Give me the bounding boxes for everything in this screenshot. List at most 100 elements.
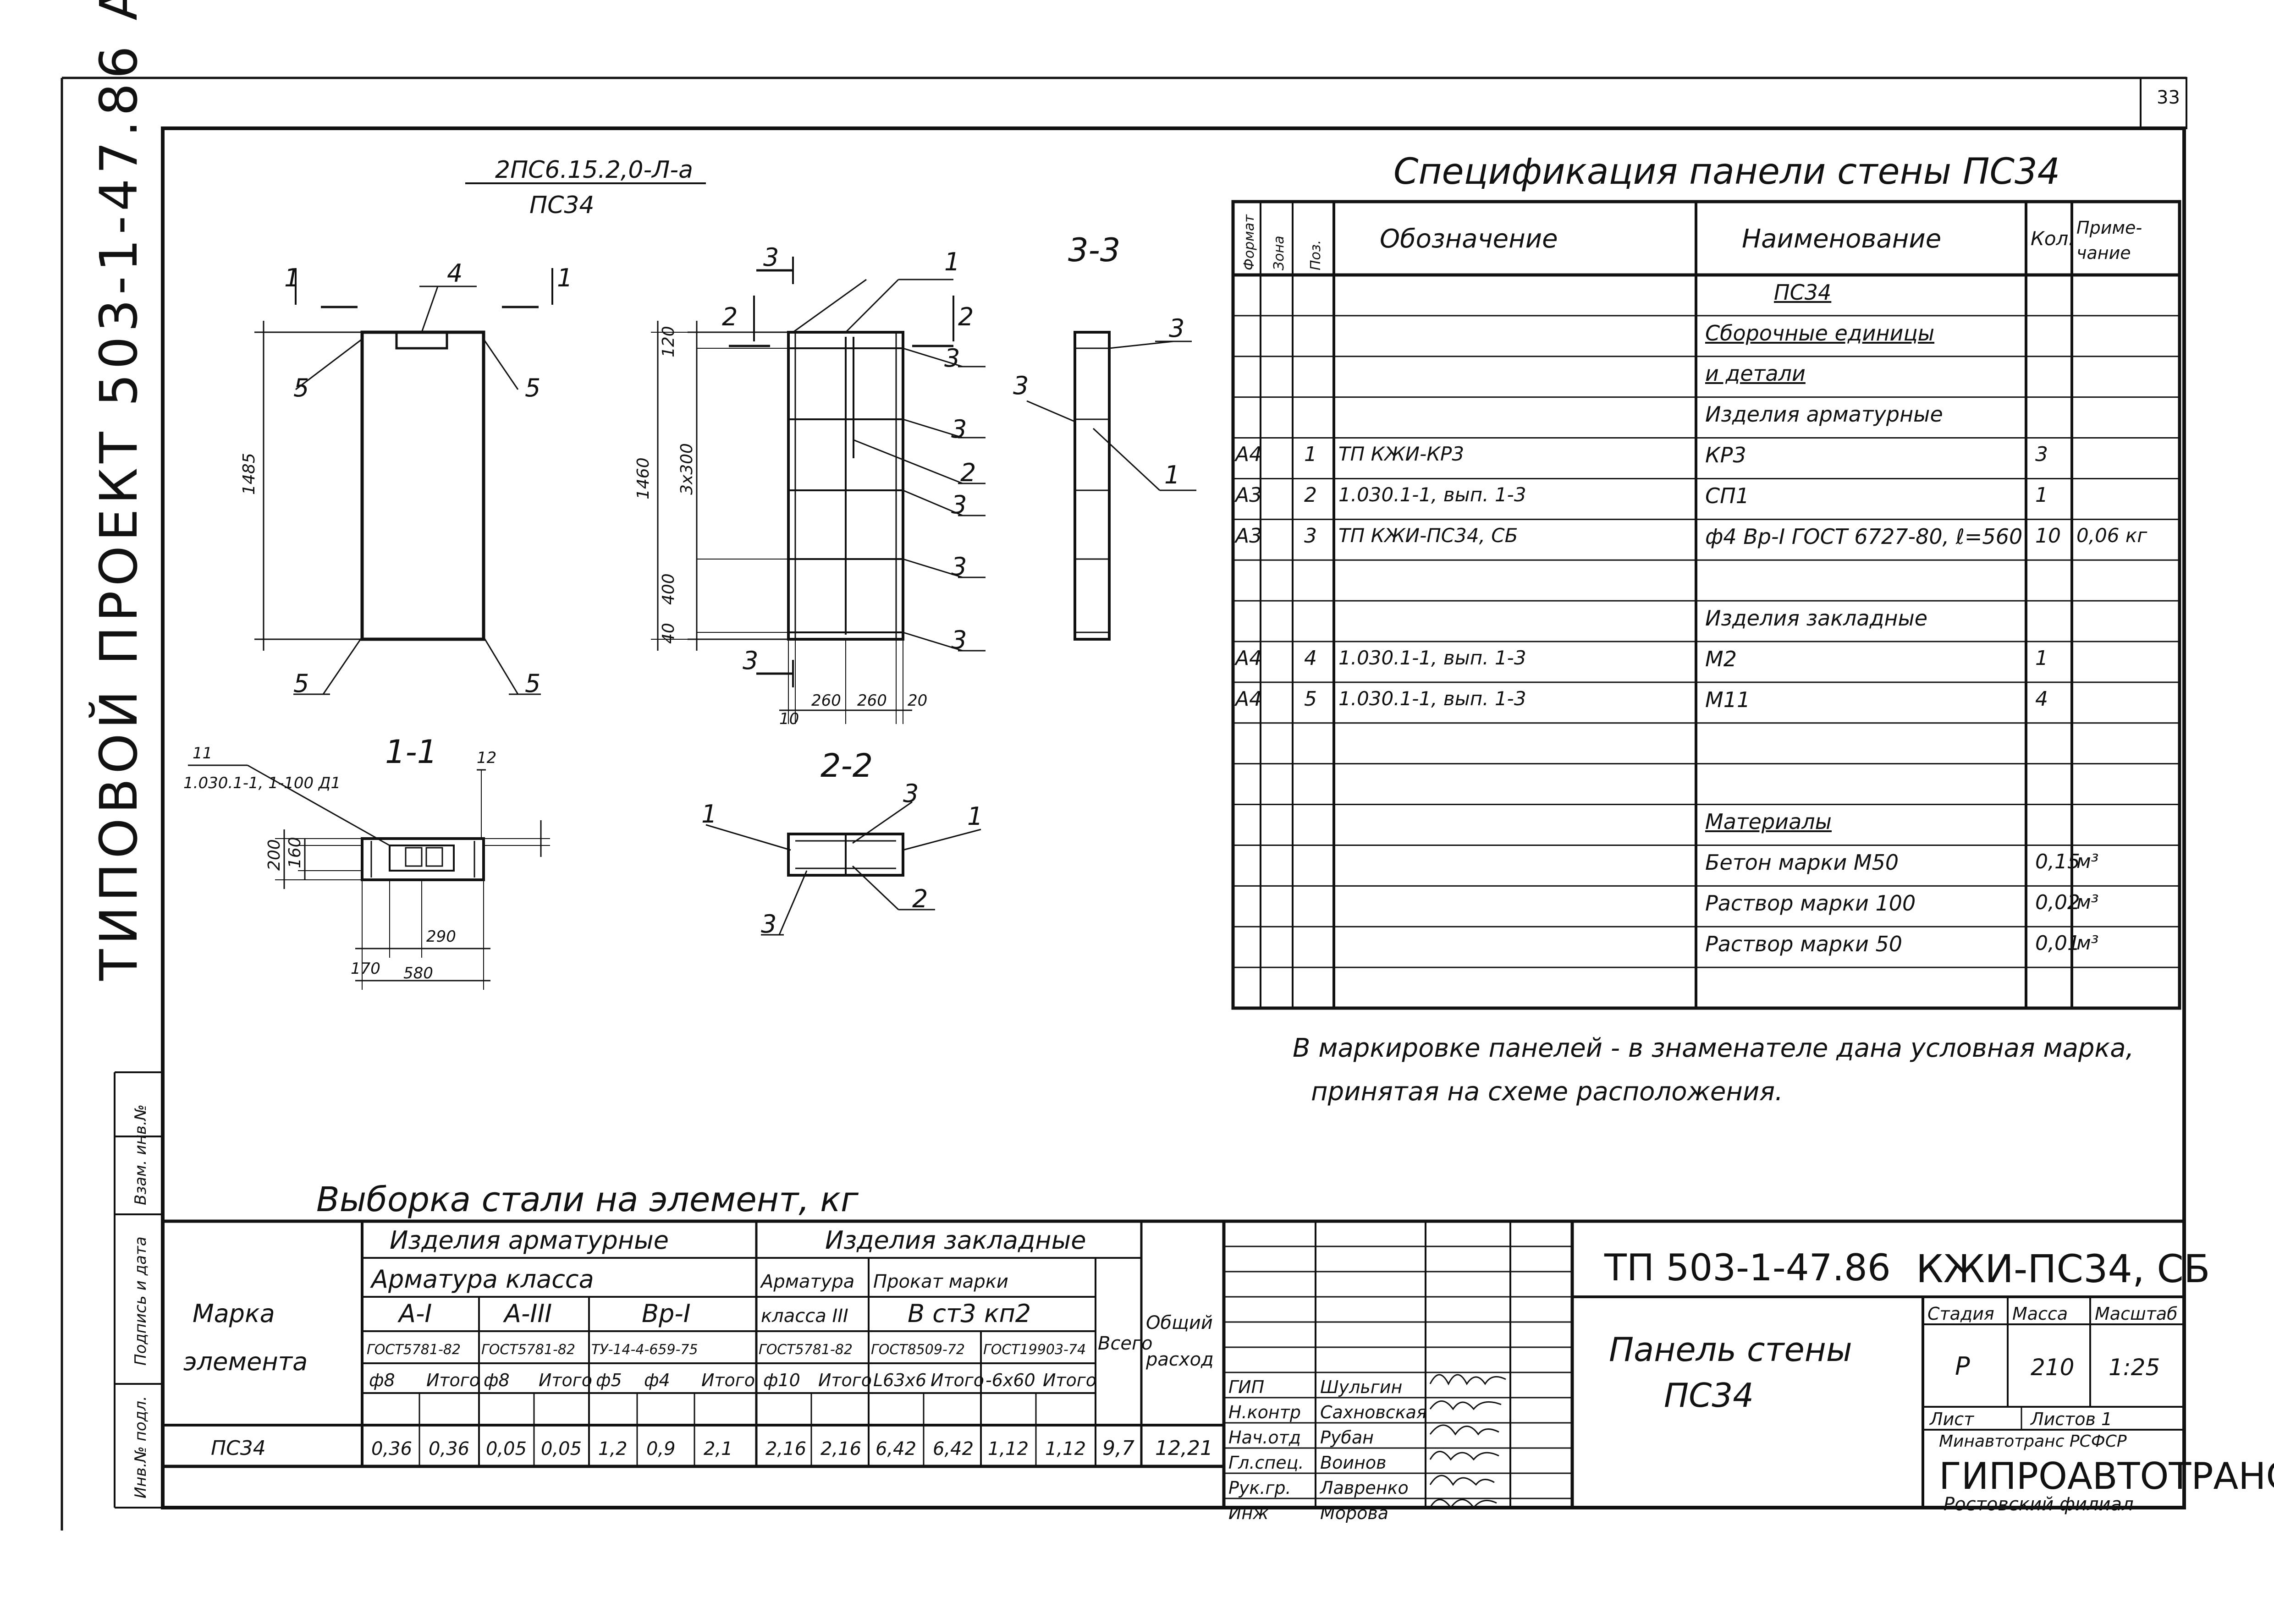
callout-3-sec22: 3: [903, 779, 919, 808]
dim-580: 580: [403, 964, 433, 982]
spec-cell-pos: 3: [1304, 524, 1317, 548]
steel-head-arm-class: Арматура класса: [370, 1265, 594, 1294]
spec-cell-pos: 1: [1304, 443, 1317, 466]
steel-value: 2,1: [704, 1438, 733, 1459]
spec-head-name: Наименование: [1742, 224, 1941, 254]
tb-mass-label: Масса: [2012, 1304, 2068, 1324]
steel-subhead: L63х6: [873, 1370, 926, 1390]
steel-head-overall-2: расход: [1145, 1349, 1214, 1370]
spec-cell-note: м³: [2076, 931, 2099, 954]
dim-20: 20: [908, 691, 927, 710]
steel-row-overall: 12,21: [1155, 1437, 1213, 1460]
staff-name: Рубан: [1320, 1427, 1374, 1448]
dim-120: 120: [659, 326, 678, 357]
spec-cell-name: М2: [1705, 646, 1737, 671]
callout-1-sec22b: 1: [967, 802, 983, 831]
steel-head-prokat-grade: В ст3 кп2: [908, 1299, 1031, 1328]
steel-subhead: Итого: [539, 1370, 592, 1390]
steel-subhead: Итого: [818, 1370, 872, 1390]
steel-head-zakl-arm: Арматура: [760, 1271, 854, 1292]
note-line-1: В маркировке панелей - в знаменателе дан…: [1293, 1033, 2134, 1063]
tb-drawing-code: КЖИ-ПС34, СБ: [1916, 1246, 2210, 1291]
spec-cell-designation: 1.030.1-1, вып. 1-3: [1338, 646, 1526, 669]
steel-value: 0,9: [646, 1438, 676, 1459]
spec-cell-qty: 10: [2035, 524, 2061, 548]
staff-role: Нач.отд: [1228, 1427, 1301, 1448]
dim-170: 170: [351, 960, 380, 978]
tb-name-line-2: ПС34: [1664, 1376, 1754, 1415]
spec-cell-qty: 1: [2035, 646, 2048, 670]
svg-text:Взам. инв.№: Взам. инв.№: [132, 1104, 150, 1205]
signatures: [1429, 1374, 1506, 1509]
tb-name-line-1: Панель стены: [1609, 1330, 1852, 1369]
callout-3b: 3: [951, 415, 967, 444]
spec-cell-designation: ТП КЖИ-КР3: [1338, 443, 1465, 466]
tb-ministry: Минавтотранс РСФСР: [1939, 1432, 2127, 1451]
dim-1485: 1485: [240, 453, 259, 495]
dim-260b: 260: [857, 691, 887, 710]
spec-cell-format: А4: [1235, 646, 1262, 670]
spec-head-note-1: Приме-: [2076, 218, 2142, 238]
spec-head-qty: Кол.: [2031, 227, 2075, 250]
steel-row-total: 9,7: [1102, 1437, 1134, 1460]
steel-subhead: ф4: [644, 1370, 670, 1390]
callout-3-sec22b: 3: [761, 910, 776, 938]
steel-head-zakl-class: класса III: [761, 1306, 848, 1327]
tb-scale: 1:25: [2109, 1354, 2160, 1381]
spec-head-zone: Зона: [1271, 236, 1287, 270]
steel-gost: ГОСТ8509-72: [871, 1342, 965, 1358]
spec-cell-name: Раствор марки 50: [1705, 931, 1903, 956]
callout-3c: 3: [951, 490, 967, 519]
steel-value: 1,2: [598, 1438, 628, 1459]
spec-cell-name: и детали: [1705, 361, 1806, 386]
steel-subhead: Итого: [1043, 1370, 1096, 1390]
steel-value: 1,12: [1045, 1438, 1086, 1459]
steel-subhead: -6х60: [986, 1370, 1035, 1390]
spec-cell-format: А3: [1235, 483, 1262, 507]
cut-2-right: 2: [958, 302, 974, 331]
callout-2-sec22: 2: [912, 884, 928, 913]
spec-cell-format: А4: [1235, 687, 1262, 711]
staff-role: Н.контр: [1228, 1402, 1301, 1422]
section-1-1-label: 1-1: [385, 733, 437, 771]
section-3-3-label: 3-3: [1068, 231, 1120, 269]
tb-stage: Р: [1955, 1352, 1970, 1381]
spec-title: Спецификация панели стены ПС34: [1393, 151, 2060, 192]
steel-subhead: ф5: [596, 1370, 622, 1390]
callout-5b: 5: [525, 373, 540, 402]
dim-290: 290: [426, 927, 456, 946]
tb-project-code: ТП 503-1-47.86: [1604, 1246, 1891, 1289]
note-text: В маркировке панелей - в знаменателе дан…: [1293, 1026, 2134, 1114]
callout-5d: 5: [525, 669, 540, 698]
steel-gost: ГОСТ5781-82: [481, 1342, 575, 1358]
spec-cell-name: СП1: [1705, 483, 1749, 509]
spec-head-format: Формат: [1241, 214, 1257, 270]
callout-3d: 3: [951, 552, 967, 581]
spec-cell-designation: 1.030.1-1, вып. 1-3: [1338, 483, 1526, 506]
spec-cell-qty: 3: [2035, 443, 2048, 466]
staff-role: Рук.гр.: [1228, 1478, 1291, 1498]
tb-sheets-label: Листов 1: [2031, 1409, 2113, 1429]
cut-1-right: 1: [557, 263, 573, 292]
callout-3-sec33a: 3: [1169, 314, 1184, 343]
callout-1-cage: 1: [944, 247, 960, 276]
callout-2-cage: 2: [960, 458, 976, 487]
spec-cell-name: ф4 Вр-I ГОСТ 6727-80, ℓ=560: [1705, 524, 2023, 549]
tb-mass: 210: [2031, 1354, 2075, 1381]
steel-value: 2,16: [765, 1438, 806, 1459]
svg-text:Подпись и дата: Подпись и дата: [132, 1236, 150, 1366]
steel-row-mark: ПС34: [211, 1437, 266, 1460]
spec-cell-name: Материалы: [1705, 809, 1832, 834]
staff-name: Лавренко: [1319, 1478, 1409, 1498]
spec-cell-format: А3: [1235, 524, 1262, 548]
spec-cell-pos: 5: [1304, 687, 1317, 711]
staff-role: Инж: [1228, 1503, 1269, 1523]
spec-cell-name: ПС34: [1774, 280, 1832, 305]
callout-3a: 3: [944, 344, 960, 373]
tb-stage-label: Стадия: [1927, 1304, 1994, 1324]
steel-value: 0,36: [429, 1438, 469, 1459]
